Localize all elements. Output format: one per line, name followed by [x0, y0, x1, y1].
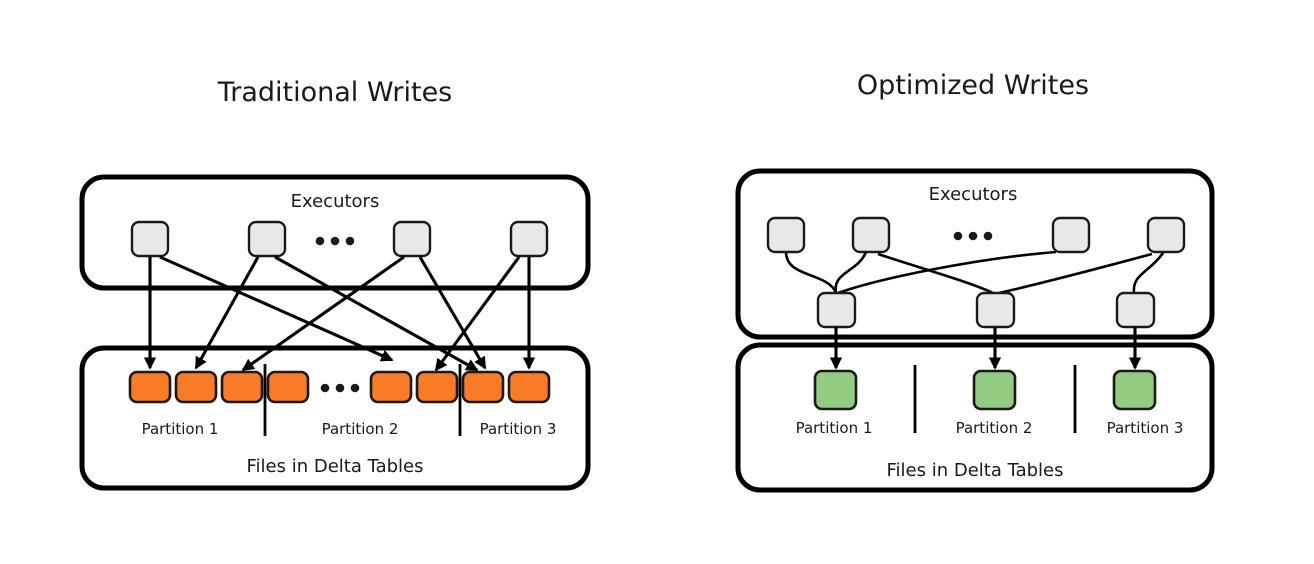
executors-container-traditional: [79, 174, 591, 291]
executors-label-traditional: Executors: [291, 191, 380, 212]
shuffle-curves-optimized: [784, 250, 1165, 295]
partition-label: Partition 2: [322, 420, 399, 438]
partition-label: Partition 2: [956, 419, 1033, 437]
partition-label: Partition 3: [1107, 419, 1184, 437]
file-box[interactable]: [415, 370, 459, 404]
executor-box[interactable]: [851, 216, 891, 254]
write-arrows-optimized: [829, 327, 1142, 370]
executor-box[interactable]: [247, 220, 287, 258]
file-box[interactable]: [128, 370, 172, 404]
ellipsis-executors-traditional: [315, 236, 355, 246]
files-label-traditional: Files in Delta Tables: [246, 456, 423, 477]
files-label-optimized: Files in Delta Tables: [886, 460, 1063, 481]
file-box[interactable]: [1112, 369, 1157, 411]
shuffle-executor-box[interactable]: [975, 291, 1016, 329]
executor-box[interactable]: [392, 220, 432, 258]
file-box[interactable]: [813, 369, 858, 411]
file-box[interactable]: [461, 370, 505, 404]
partition-label: Partition 1: [796, 419, 873, 437]
shuffle-executor-box[interactable]: [816, 291, 857, 329]
write-arrows-traditional: [143, 255, 536, 372]
executor-box[interactable]: [130, 220, 170, 258]
partition-label: Partition 1: [142, 420, 219, 438]
executor-box[interactable]: [766, 216, 806, 254]
file-box[interactable]: [369, 370, 413, 404]
file-box[interactable]: [507, 370, 551, 404]
executor-box[interactable]: [1146, 216, 1186, 254]
panel-title-traditional: Traditional Writes: [217, 77, 453, 108]
shuffle-executor-box[interactable]: [1115, 291, 1156, 329]
partition-label: Partition 3: [480, 420, 557, 438]
panel-title-optimized: Optimized Writes: [857, 70, 1089, 101]
file-box[interactable]: [220, 370, 264, 404]
executors-label-optimized: Executors: [929, 184, 1018, 205]
file-box[interactable]: [174, 370, 218, 404]
executor-box[interactable]: [1051, 216, 1091, 254]
ellipsis-files-traditional: [320, 383, 360, 393]
executor-box[interactable]: [509, 220, 549, 258]
executors-container-optimized: [735, 168, 1215, 340]
file-box[interactable]: [972, 369, 1017, 411]
ellipsis-executors-optimized: [953, 231, 993, 241]
file-box[interactable]: [266, 370, 310, 404]
